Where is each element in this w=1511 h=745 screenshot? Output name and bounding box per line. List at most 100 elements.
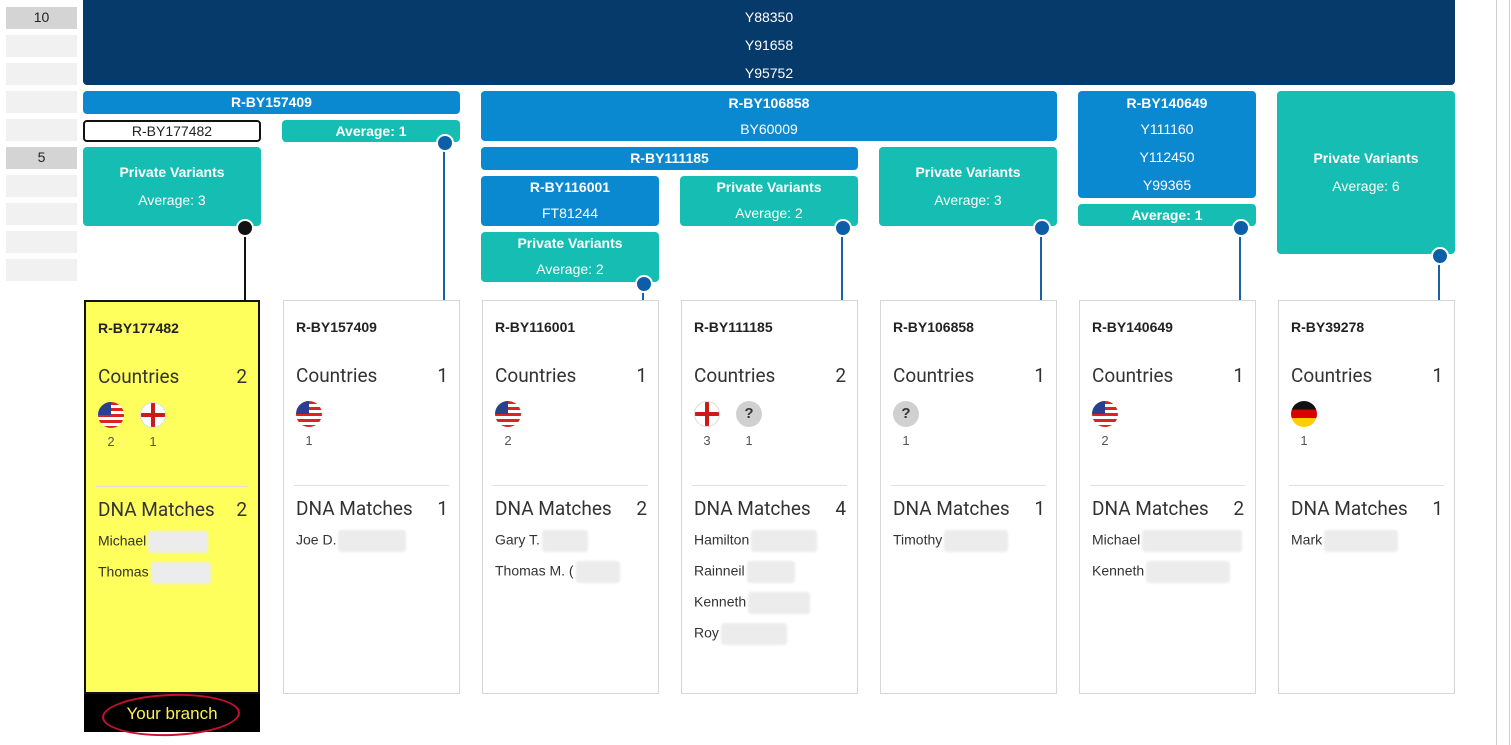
country-flag-item[interactable]: 3: [692, 401, 722, 448]
england-flag-icon: [140, 402, 166, 428]
dna-match-name: Kenneth: [1092, 562, 1145, 579]
country-count: 2: [1101, 433, 1109, 448]
dna-match-item[interactable]: Joe D.: [296, 530, 407, 552]
dna-match-item[interactable]: Michael: [1092, 530, 1243, 552]
branch-block-by157409[interactable]: R-BY157409: [83, 91, 460, 114]
connector-line: [1040, 228, 1042, 301]
scale-cell: [6, 259, 77, 281]
dna-match-name: Kenneth: [694, 593, 747, 610]
redacted-surname: [338, 530, 407, 552]
private-variants-average: Average: 2: [735, 205, 803, 221]
countries-count: 1: [1432, 364, 1443, 387]
private-variants-block[interactable]: Private Variants Average: 3: [83, 147, 261, 226]
scale-cell: [6, 231, 77, 253]
country-count: 1: [745, 433, 753, 448]
dna-match-item[interactable]: Kenneth: [694, 592, 811, 614]
redacted-surname: [150, 562, 211, 584]
variant-label: Y95752: [744, 65, 794, 81]
dna-match-item[interactable]: Hamilton: [694, 530, 818, 552]
connector-dot: [635, 275, 653, 293]
redacted-surname: [746, 561, 795, 583]
private-variants-title: Private Variants: [517, 235, 623, 251]
branch-block-by140649[interactable]: R-BY140649 Y111160 Y112450 Y99365: [1078, 91, 1256, 198]
connector-dot: [236, 219, 254, 237]
private-variants-block[interactable]: Private Variants Average: 2: [481, 232, 659, 282]
dna-match-item[interactable]: Kenneth: [1092, 561, 1231, 583]
country-flag-item[interactable]: 2: [96, 402, 126, 449]
dna-match-item[interactable]: Roy: [694, 623, 787, 645]
branch-block-by106858[interactable]: R-BY106858 BY60009: [481, 91, 1057, 141]
country-flag-item[interactable]: ?1: [891, 401, 921, 448]
private-variants-title: Private Variants: [915, 164, 1021, 180]
dna-match-item[interactable]: Thomas: [98, 562, 211, 584]
dna-matches-label: DNA Matches: [1092, 497, 1209, 520]
scale-cell: [6, 119, 77, 141]
dna-match-item[interactable]: Gary T.: [495, 530, 588, 552]
connector-line: [841, 228, 843, 301]
divider: [692, 485, 847, 486]
scale-cell: [6, 175, 77, 197]
branch-label: R-BY157409: [231, 94, 312, 110]
country-count: 1: [305, 433, 313, 448]
connector-line: [244, 228, 246, 301]
dna-match-item[interactable]: Timothy: [893, 530, 1009, 552]
dna-match-item[interactable]: Mark: [1291, 530, 1399, 552]
dna-match-name: Michael: [98, 532, 147, 549]
private-variants-block[interactable]: Private Variants Average: 6: [1277, 91, 1455, 254]
us-flag-icon: [98, 402, 124, 428]
private-variants-title: Private Variants: [1313, 150, 1419, 166]
unknown-flag-icon: ?: [893, 401, 919, 427]
country-flag-item[interactable]: 1: [1289, 401, 1319, 448]
country-flag-item[interactable]: 1: [294, 401, 324, 448]
redacted-surname: [148, 531, 209, 553]
shared-variants-block[interactable]: Y88350 Y91658 Y95752: [83, 0, 1455, 85]
countries-count: 1: [437, 364, 448, 387]
card-haplogroup: R-BY106858: [893, 319, 974, 335]
branch-block-by116001[interactable]: R-BY116001 FT81244: [481, 176, 659, 226]
branch-box-by177482[interactable]: R-BY177482: [83, 120, 261, 142]
average-label: Average: 1: [335, 123, 407, 139]
countries-count: 1: [1233, 364, 1244, 387]
variant-label: Y111160: [1140, 121, 1194, 137]
countries-label: Countries: [296, 364, 378, 387]
branch-block-by111185[interactable]: R-BY111185: [481, 147, 858, 170]
branch-label: R-BY106858: [728, 95, 810, 111]
countries-label: Countries: [495, 364, 577, 387]
country-count: 2: [504, 433, 512, 448]
dna-match-item[interactable]: Thomas M. (: [495, 561, 620, 583]
average-block[interactable]: Average: 1: [282, 120, 460, 142]
average-block[interactable]: Average: 1: [1078, 204, 1256, 226]
country-flag-item[interactable]: 2: [1090, 401, 1120, 448]
connector-line: [1438, 256, 1440, 301]
dna-matches-count: 1: [437, 497, 448, 520]
country-flag-item[interactable]: ?1: [734, 401, 764, 448]
dna-match-item[interactable]: Rainneil: [694, 561, 795, 583]
country-flag-item[interactable]: 1: [138, 402, 168, 449]
variant-label: Y88350: [744, 9, 794, 25]
private-variants-average: Average: 3: [934, 192, 1002, 208]
scale-cell: [6, 91, 77, 113]
private-variants-block[interactable]: Private Variants Average: 3: [879, 147, 1057, 226]
dna-matches-label: DNA Matches: [1291, 497, 1408, 520]
dna-match-item[interactable]: Michael: [98, 531, 209, 553]
country-count: 3: [703, 433, 711, 448]
redacted-surname: [1146, 561, 1231, 583]
connector-dot: [1232, 219, 1250, 237]
variant-label: Y91658: [744, 37, 794, 53]
england-flag-icon: [694, 401, 720, 427]
private-variants-block[interactable]: Private Variants Average: 2: [680, 176, 858, 226]
divider: [294, 485, 449, 486]
branch-label: R-BY140649: [1126, 95, 1208, 111]
country-flag-item[interactable]: 2: [493, 401, 523, 448]
dna-matches-label: DNA Matches: [893, 497, 1010, 520]
your-branch-label: Your branch: [84, 694, 260, 732]
redacted-surname: [751, 530, 818, 552]
redacted-surname: [1324, 530, 1399, 552]
